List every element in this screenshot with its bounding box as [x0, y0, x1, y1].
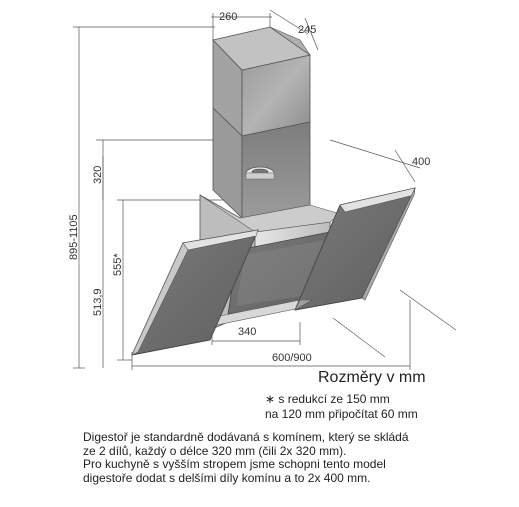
dim-hood-depth: 400 [412, 156, 430, 168]
left-wing-panel [131, 229, 259, 356]
chimney [212, 26, 311, 219]
description-line-3: Pro kuchyně s vyšším stropem jsme schopn… [83, 457, 386, 471]
dim-inner-width: 340 [238, 326, 256, 338]
caption-note-line-1: ∗ s redukcí ze 150 mm [265, 392, 390, 406]
caption-note-line-2: na 120 mm připočítat 60 mm [265, 407, 418, 421]
description: Digestoř je standardně dodávaná s komíne… [83, 430, 513, 485]
dim-chimney-width: 260 [219, 11, 237, 23]
right-wing-panel [294, 187, 416, 311]
dim-overall-width: 600/900 [272, 352, 312, 364]
dim-chimney-piece: 320 [92, 166, 104, 184]
dim-chimney-depth: 245 [298, 24, 316, 36]
description-line-4: digestoře dodat s delšími díly komínu a … [83, 470, 371, 485]
caption-title: Rozměry v mm [318, 369, 426, 386]
dim-side-height: 513,9 [92, 288, 104, 316]
description-line-1: Digestoř je standardně dodávaná s komíne… [83, 430, 409, 444]
dim-total-height: 895-1105 [68, 214, 80, 260]
description-line-2: ze 2 dílů, každý o délce 320 mm (čili 2x… [83, 443, 347, 458]
dim-hood-height: 555* [112, 253, 124, 276]
